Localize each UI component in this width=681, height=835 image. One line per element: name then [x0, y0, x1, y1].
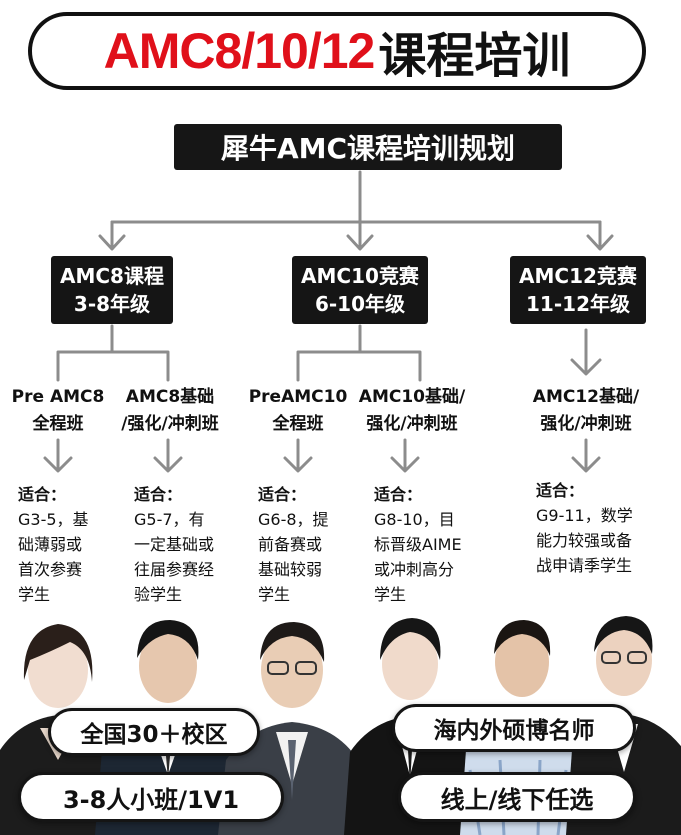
grade-name: AMC12竞赛	[519, 264, 637, 288]
badge-mode: 线上/线下任选	[398, 772, 636, 822]
fit-line: G9-11，数学	[536, 506, 633, 525]
class-amc8: AMC8基础 /强化/冲刺班	[108, 384, 232, 438]
class-line2: 强化/冲刺班	[366, 414, 458, 434]
badge-small-class: 3-8人小班/1V1	[18, 772, 284, 822]
fit-heading: 适合：	[258, 485, 307, 504]
class-line1: Pre AMC8	[11, 387, 105, 407]
fit-line: G5-7，有	[134, 510, 205, 529]
class-pre-amc8: Pre AMC8 全程班	[8, 384, 108, 438]
grade-level: 11-12年级	[526, 292, 630, 316]
fit-line: 础薄弱或	[18, 535, 83, 554]
fit-line: 一定基础或	[134, 535, 215, 554]
grade-level: 6-10年级	[314, 292, 406, 316]
grade-name: AMC10竞赛	[301, 264, 419, 288]
arrow-class-3	[283, 438, 313, 473]
arrow-class-2	[153, 438, 183, 473]
arrowhead-amc12-class	[570, 358, 602, 376]
class-line1: PreAMC10	[248, 387, 348, 407]
connector-amc10-bus	[296, 350, 422, 382]
arrow-class-4	[390, 438, 420, 473]
title-amc: AMC8/10/12	[103, 23, 376, 79]
class-line1: AMC12基础/	[532, 387, 640, 407]
class-amc12: AMC12基础/ 强化/冲刺班	[524, 384, 648, 438]
fit-line: 学生	[374, 585, 407, 604]
fit-line: G3-5，基	[18, 510, 89, 529]
fit-line: 往届参赛经	[134, 560, 215, 579]
fit-heading: 适合：	[536, 481, 585, 500]
class-line2: 全程班	[272, 414, 324, 434]
fit-amc10: 适合： G8-10，目 标晋级AIME 或冲刺高分 学生	[374, 482, 462, 607]
fit-heading: 适合：	[18, 485, 67, 504]
fit-pre-amc8: 适合： G3-5，基 础薄弱或 首次参赛 学生	[18, 482, 89, 607]
plan-title: 犀牛AMC课程培训规划	[174, 124, 562, 170]
title-course: 课程培训	[378, 28, 571, 84]
fit-line: G6-8，提	[258, 510, 329, 529]
class-line1: AMC8基础	[125, 387, 215, 407]
class-line2: 强化/冲刺班	[540, 414, 632, 434]
class-line1: AMC10基础/	[358, 387, 466, 407]
class-line2: 全程班	[32, 414, 84, 434]
arrowhead-amc10	[346, 234, 374, 251]
grade-level: 3-8年级	[73, 292, 151, 316]
fit-amc12: 适合： G9-11，数学 能力较强或备 战申请季学生	[536, 478, 633, 578]
class-amc10: AMC10基础/ 强化/冲刺班	[352, 384, 472, 438]
fit-line: 能力较强或备	[536, 531, 633, 550]
fit-line: 验学生	[134, 585, 183, 604]
grade-box-amc8: AMC8课程 3-8年级	[51, 256, 173, 324]
fit-line: 标晋级AIME	[374, 535, 462, 554]
fit-line: G8-10，目	[374, 510, 455, 529]
arrowhead-amc8	[98, 234, 126, 251]
grade-box-amc10: AMC10竞赛 6-10年级	[292, 256, 428, 324]
fit-line: 学生	[258, 585, 291, 604]
header-title: AMC8/10/12 课程培训	[28, 12, 646, 90]
arrow-class-5	[571, 438, 601, 473]
fit-line: 学生	[18, 585, 51, 604]
badge-teachers: 海内外硕博名师	[392, 704, 636, 752]
fit-line: 战申请季学生	[536, 556, 633, 575]
fit-pre-amc10: 适合： G6-8，提 前备赛或 基础较弱 学生	[258, 482, 329, 607]
fit-line: 基础较弱	[258, 560, 323, 579]
fit-amc8: 适合： G5-7，有 一定基础或 往届参赛经 验学生	[134, 482, 214, 607]
grade-box-amc12: AMC12竞赛 11-12年级	[510, 256, 646, 324]
fit-line: 首次参赛	[18, 560, 83, 579]
fit-heading: 适合：	[374, 485, 423, 504]
grade-name: AMC8课程	[60, 264, 164, 288]
badge-campus: 全国30＋校区	[48, 708, 260, 756]
connector-amc8-bus	[56, 350, 170, 382]
arrow-class-1	[43, 438, 73, 473]
arrowhead-amc12	[586, 234, 614, 251]
fit-line: 前备赛或	[258, 535, 323, 554]
class-pre-amc10: PreAMC10 全程班	[248, 384, 348, 438]
fit-heading: 适合：	[134, 485, 183, 504]
fit-line: 或冲刺高分	[374, 560, 455, 579]
class-line2: /强化/冲刺班	[121, 414, 219, 434]
